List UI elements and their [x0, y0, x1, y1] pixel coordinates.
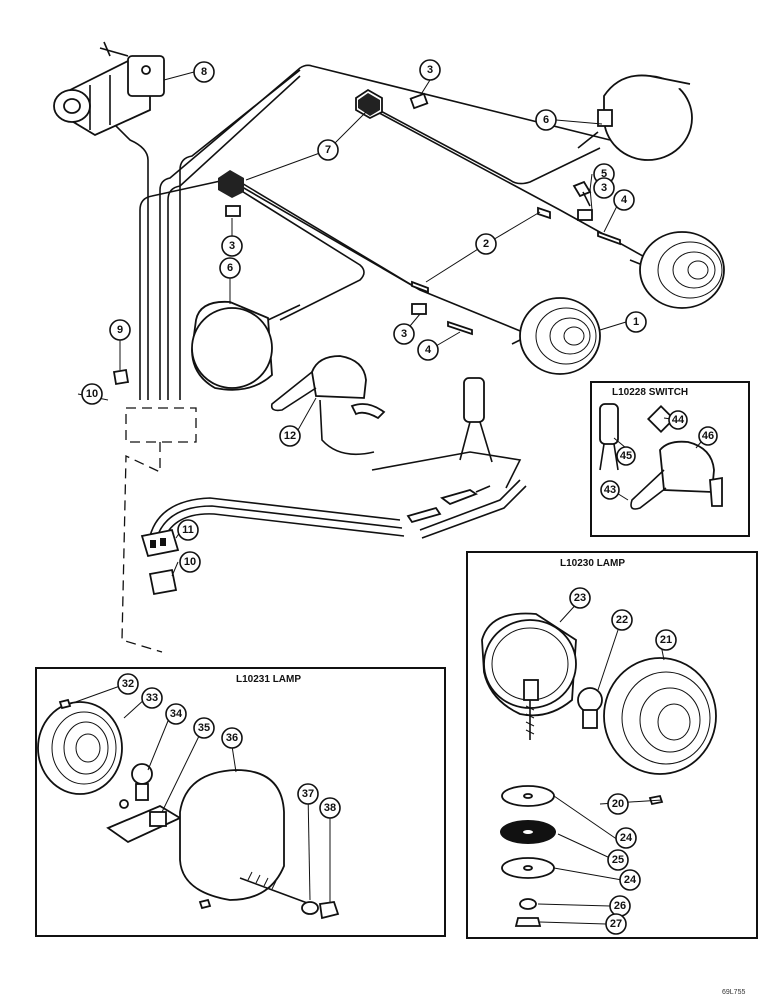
- svg-text:4: 4: [621, 194, 628, 206]
- svg-text:20: 20: [612, 798, 624, 810]
- svg-text:21: 21: [660, 634, 672, 646]
- svg-text:11: 11: [182, 524, 194, 536]
- svg-text:8: 8: [201, 66, 207, 78]
- callout-11: 11: [177, 519, 199, 541]
- svg-text:12: 12: [284, 430, 296, 442]
- lamp-front-right: [511, 297, 601, 375]
- callout-3-mid: 3: [393, 323, 415, 345]
- svg-text:10: 10: [86, 388, 98, 400]
- callout-3-left: 3: [221, 235, 243, 257]
- callouts: 8 3 6 7 5 3 4 2 3 6 3 4 1 9 10 12 11 10 …: [81, 59, 718, 935]
- wiper-motor: [53, 41, 165, 137]
- callout-1: 1: [625, 311, 647, 333]
- callout-24-top: 24: [615, 827, 637, 849]
- svg-text:44: 44: [672, 414, 685, 426]
- svg-text:7: 7: [325, 144, 331, 156]
- svg-text:32: 32: [122, 678, 134, 690]
- callout-10-top: 10: [81, 383, 103, 405]
- svg-text:3: 3: [229, 240, 235, 252]
- svg-text:10: 10: [184, 556, 196, 568]
- lamp-box-left: L10231 LAMP: [35, 667, 446, 937]
- svg-text:43: 43: [604, 484, 616, 496]
- callout-32: 32: [117, 673, 139, 695]
- small-plug: [112, 368, 130, 386]
- callout-6-left: 6: [219, 257, 241, 279]
- callout-38: 38: [319, 797, 341, 819]
- svg-text:22: 22: [616, 614, 628, 626]
- callout-46: 46: [698, 426, 718, 446]
- lamp-upper-right: [577, 74, 693, 161]
- lamp-box-right-title: L10230 LAMP: [560, 558, 625, 569]
- svg-text:24: 24: [620, 832, 633, 844]
- lamp-box-left-title: L10231 LAMP: [236, 674, 301, 685]
- svg-text:38: 38: [324, 802, 336, 814]
- callout-36: 36: [221, 727, 243, 749]
- wiring-harness: [109, 64, 651, 400]
- callout-37: 37: [297, 783, 319, 805]
- callout-3-right: 3: [593, 177, 615, 199]
- svg-text:4: 4: [425, 344, 432, 356]
- svg-text:34: 34: [170, 708, 183, 720]
- svg-text:9: 9: [117, 324, 123, 336]
- callout-8: 8: [193, 61, 215, 83]
- callout-33: 33: [141, 687, 163, 709]
- callout-20: 20: [607, 793, 629, 815]
- callout-2: 2: [475, 233, 497, 255]
- svg-text:6: 6: [227, 262, 233, 274]
- svg-text:2: 2: [483, 238, 489, 250]
- dashed-outline: [121, 407, 197, 653]
- lamp-box-right: L10230 LAMP: [466, 551, 758, 939]
- callout-27: 27: [605, 913, 627, 935]
- svg-text:6: 6: [543, 114, 549, 126]
- svg-text:35: 35: [198, 722, 210, 734]
- drawing-code: 69L755: [722, 989, 745, 996]
- callout-23: 23: [569, 587, 591, 609]
- callout-24-low: 24: [619, 869, 641, 891]
- callout-21: 21: [655, 629, 677, 651]
- svg-text:25: 25: [612, 854, 624, 866]
- svg-text:27: 27: [610, 918, 622, 930]
- callout-35: 35: [193, 717, 215, 739]
- svg-text:24: 24: [624, 874, 637, 886]
- callout-44: 44: [668, 410, 688, 430]
- callout-4-right: 4: [613, 189, 635, 211]
- switch-box-title: L10228 SWITCH: [612, 387, 688, 398]
- callout-26: 26: [609, 895, 631, 917]
- callout-25: 25: [607, 849, 629, 871]
- lamp-front-far-right: [629, 231, 725, 309]
- harness-to-connector: [140, 479, 527, 596]
- svg-text:26: 26: [614, 900, 626, 912]
- callout-7: 7: [317, 139, 339, 161]
- callout-6-top: 6: [535, 109, 557, 131]
- switch-cable: [371, 377, 522, 524]
- svg-text:23: 23: [574, 592, 586, 604]
- callout-45: 45: [616, 446, 636, 466]
- callout-22: 22: [611, 609, 633, 631]
- callout-43: 43: [600, 480, 620, 500]
- svg-text:5: 5: [601, 168, 607, 180]
- svg-text:3: 3: [427, 64, 433, 76]
- lamp-left: [191, 300, 301, 391]
- svg-text:1: 1: [633, 316, 639, 328]
- switch-box: L10228 SWITCH: [590, 381, 750, 537]
- callout-12: 12: [279, 425, 301, 447]
- callout-4-mid: 4: [417, 339, 439, 361]
- clips-and-pins: [225, 92, 621, 336]
- svg-text:37: 37: [302, 788, 314, 800]
- svg-text:33: 33: [146, 692, 158, 704]
- connector-lower: [218, 170, 244, 198]
- connector-upper: [355, 88, 383, 120]
- callout-9: 9: [109, 319, 131, 341]
- callout-34: 34: [165, 703, 187, 725]
- svg-text:3: 3: [401, 328, 407, 340]
- svg-text:45: 45: [620, 450, 632, 462]
- callout-3-top: 3: [419, 59, 441, 81]
- flasher-unit: [270, 355, 386, 456]
- svg-text:36: 36: [226, 732, 238, 744]
- callout-10-low: 10: [179, 551, 201, 573]
- svg-text:46: 46: [702, 430, 714, 442]
- svg-text:3: 3: [601, 182, 607, 194]
